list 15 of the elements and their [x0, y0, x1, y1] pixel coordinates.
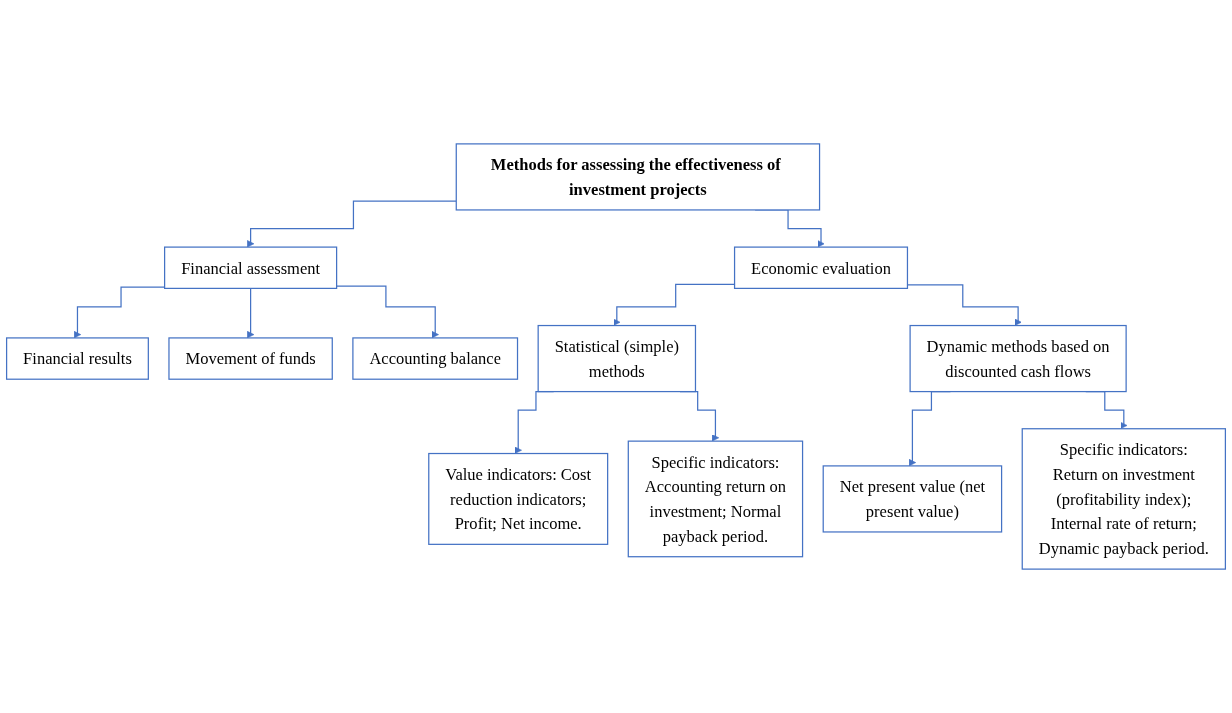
node-box: Financial results: [6, 337, 149, 380]
node-box: Accounting balance: [352, 337, 519, 380]
arrow: [336, 285, 439, 339]
node-box: Net present value (net present value): [822, 465, 1003, 533]
node-box: Specific indicators: Return on investment (profitability index); Internal rate of return; Dynamic payback period.: [1021, 428, 1226, 570]
node-box: Financial assessment: [164, 246, 338, 289]
node-box: Dynamic methods based on discounted cash flows: [909, 324, 1127, 393]
node-box: Economic evaluation: [733, 246, 909, 289]
node-box: Methods for assessing the effectiveness of investment projects: [455, 143, 821, 211]
node-box: Statistical (simple) methods: [537, 324, 697, 393]
node-box: Value indicators: Cost reduction indicators; Profit; Net income.: [428, 452, 609, 545]
node-box: Movement of funds: [168, 337, 333, 380]
node-box: Specific indicators: Accounting return on investment; Normal payback period.: [627, 440, 804, 558]
arrow: [247, 287, 255, 339]
arrow: [247, 200, 457, 248]
